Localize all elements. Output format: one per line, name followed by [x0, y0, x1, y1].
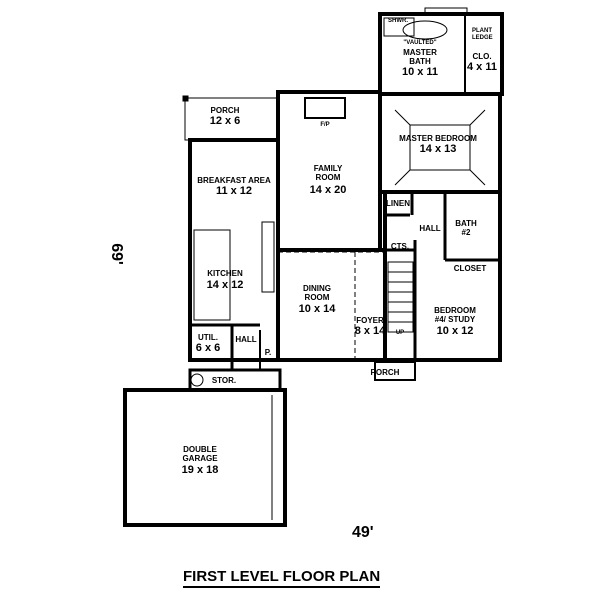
room-size-master-bath: 10 x 11: [401, 66, 439, 78]
room-label-pantry: P.: [264, 348, 272, 357]
room-size-foyer: 8 x 14: [354, 325, 386, 337]
tray-ceiling: [394, 109, 486, 186]
water-heater-icon: [190, 373, 204, 387]
stair-icon: [387, 261, 414, 333]
room-size-breakfast: 11 x 12: [215, 185, 253, 197]
room-size-kitchen: 14 x 12: [206, 279, 244, 291]
bath-window: [424, 7, 468, 16]
porch-post: [182, 95, 189, 102]
width-dimension: 49': [352, 524, 374, 541]
room-size-master-bedroom: 14 x 13: [419, 143, 457, 155]
room-label-bedroom4: BEDROOM #4/ STUDY: [434, 306, 476, 324]
room-label-master-closet: CLO.: [472, 52, 492, 61]
room-label-storage: STOR.: [211, 376, 237, 385]
fireplace-icon: [304, 97, 346, 119]
depth-dimension: 69': [107, 243, 125, 265]
room-label-upper-hall: HALL: [419, 224, 441, 233]
room-label-dining: DINING ROOM: [303, 284, 331, 302]
room-label-shower: SHWR.: [388, 18, 408, 24]
plan-title: FIRST LEVEL FLOOR PLAN: [183, 568, 381, 588]
room-label-garage: DOUBLE GARAGE: [182, 445, 218, 463]
room-size-rear-porch: 12 x 6: [209, 115, 241, 127]
room-label-bath2: BATH #2: [455, 219, 477, 237]
room-label-cts: CTS.: [390, 242, 410, 251]
room-label-master-bedroom: MASTER BEDROOM: [399, 134, 477, 143]
front-porch-outline: [374, 361, 416, 381]
stair-up-label: UP: [395, 330, 405, 336]
room-label-rear-porch: PORCH: [210, 106, 240, 115]
shower-icon: [383, 17, 415, 37]
room-size-util: 6 x 6: [195, 342, 221, 354]
room-label-front-porch: PORCH: [370, 368, 400, 377]
room-label-util: UTIL.: [198, 333, 218, 342]
room-label-kitchen: KITCHEN: [207, 269, 243, 278]
room-label-master-bath: MASTER BATH: [403, 48, 437, 66]
room-label-breakfast: BREAKFAST AREA: [197, 176, 271, 185]
fireplace-label: F/P: [320, 122, 330, 128]
room-size-bedroom4: 10 x 12: [436, 325, 474, 337]
room-label-linen: LINEN: [386, 199, 410, 208]
right-wing-walls: [383, 190, 502, 362]
room-label-lower-hall: HALL: [235, 335, 257, 344]
counter-right: [261, 221, 275, 293]
room-label-closet: CLOSET: [453, 264, 487, 273]
room-label-foyer: FOYER: [356, 316, 384, 325]
room-size-family-room: 14 x 20: [309, 184, 347, 196]
counter-left: [193, 229, 231, 321]
room-label-family-room: FAMILY ROOM: [313, 164, 343, 182]
room-size-master-closet: 4 x 11: [467, 61, 497, 73]
room-label-plant-ledge: PLANT LEDGE: [472, 28, 493, 41]
room-size-garage: 19 x 18: [181, 464, 219, 476]
kitchen-breakfast-walls: [188, 138, 280, 362]
tub-icon: [402, 20, 448, 40]
room-size-dining: 10 x 14: [298, 303, 336, 315]
master-bath-note: "VAULTED": [403, 40, 437, 46]
garage-walls: [123, 388, 287, 527]
